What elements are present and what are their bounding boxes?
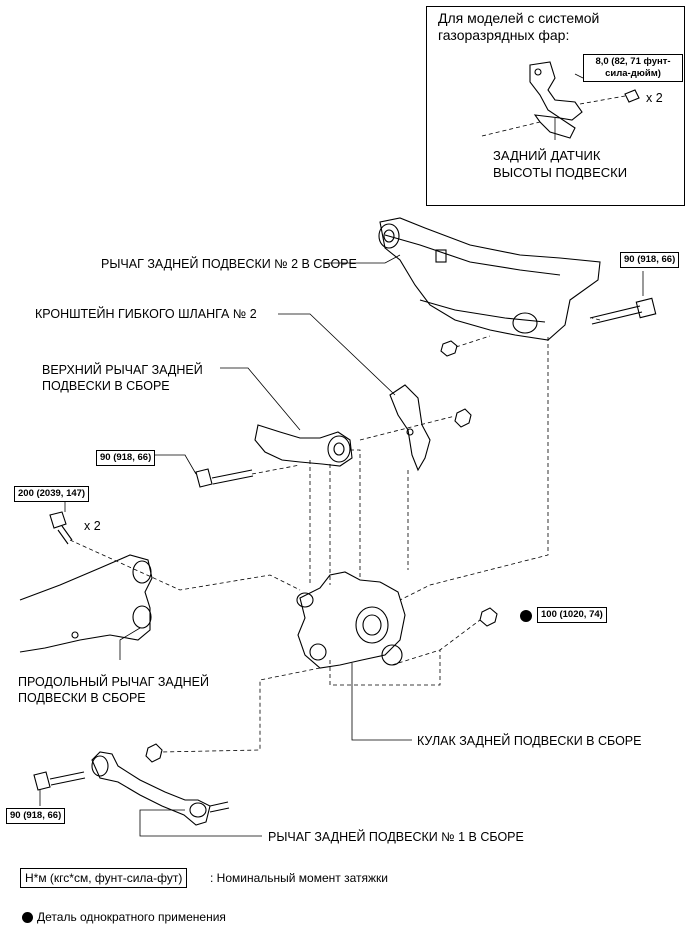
torque-arm2: 90 (918, 66) xyxy=(620,252,680,268)
trailing-arm-label: ПРОДОЛЬНЫЙ РЫЧАГ ЗАДНЕЙ ПОДВЕСКИ В СБОРЕ xyxy=(18,675,209,705)
torque-trailing-arm: 200 (2039, 147) xyxy=(14,486,90,502)
nut-arm2 xyxy=(440,340,458,357)
inset-panel xyxy=(426,6,685,206)
bolt-arm1 xyxy=(49,771,86,786)
height-sensor-part xyxy=(529,61,583,121)
flexible-hose-bracket-part xyxy=(389,384,431,472)
torque-arm1: 90 (918, 66) xyxy=(6,808,66,824)
inset-title: Для моделей с системой газоразрядных фар… xyxy=(438,10,600,43)
hose-bracket-label: КРОНШТЕЙН ГИБКОГО ШЛАНГА № 2 xyxy=(35,307,257,321)
torque-upper-arm: 90 (918, 66) xyxy=(96,450,156,466)
upper-arm-label: ВЕРХНИЙ РЫЧАГ ЗАДНЕЙ ПОДВЕСКИ В СБОРЕ xyxy=(42,363,203,393)
torque-knuckle: 100 (1020, 74) xyxy=(537,607,607,623)
rear-suspension-arm-2-part xyxy=(379,217,601,341)
rear-suspension-arm-1-part xyxy=(91,751,211,826)
upper-arm-part xyxy=(254,424,353,467)
torque-trailing-qty: x 2 xyxy=(84,519,101,533)
nut-bracket xyxy=(454,408,472,428)
bolt-upper xyxy=(211,469,254,485)
single-use-marker-knuckle xyxy=(520,610,532,622)
bolt-arm2 xyxy=(589,305,643,325)
bolt-inset xyxy=(624,89,640,103)
inset-qty: x 2 xyxy=(646,91,663,105)
inset-torque-box: 8,0 (82, 71 фунт- сила-дюйм) xyxy=(583,54,683,82)
nut-arm1 xyxy=(145,743,163,763)
legend-single-use-dot xyxy=(22,912,33,923)
nut-knuckle xyxy=(479,607,498,627)
legend-unit-box: Н*м (кгс*см, фунт-сила-фут) xyxy=(20,868,188,888)
rear-axle-knuckle-part xyxy=(297,571,406,669)
bolt-trailing xyxy=(57,525,73,545)
arm1-label: РЫЧАГ ЗАДНЕЙ ПОДВЕСКИ № 1 В СБОРЕ xyxy=(268,830,524,844)
legend-unit-desc: : Номинальный момент затяжки xyxy=(210,871,388,885)
legend-single-use: Деталь однократного применения xyxy=(37,910,226,924)
knuckle-label: КУЛАК ЗАДНЕЙ ПОДВЕСКИ В СБОРЕ xyxy=(417,734,642,748)
arm2-label: РЫЧАГ ЗАДНЕЙ ПОДВЕСКИ № 2 В СБОРЕ xyxy=(101,257,357,271)
trailing-arm-part xyxy=(19,554,153,653)
legend-unit: Н*м (кгс*см, фунт-сила-фут) xyxy=(25,871,183,885)
sensor-label: ЗАДНИЙ ДАТЧИК ВЫСОТЫ ПОДВЕСКИ xyxy=(493,148,628,180)
